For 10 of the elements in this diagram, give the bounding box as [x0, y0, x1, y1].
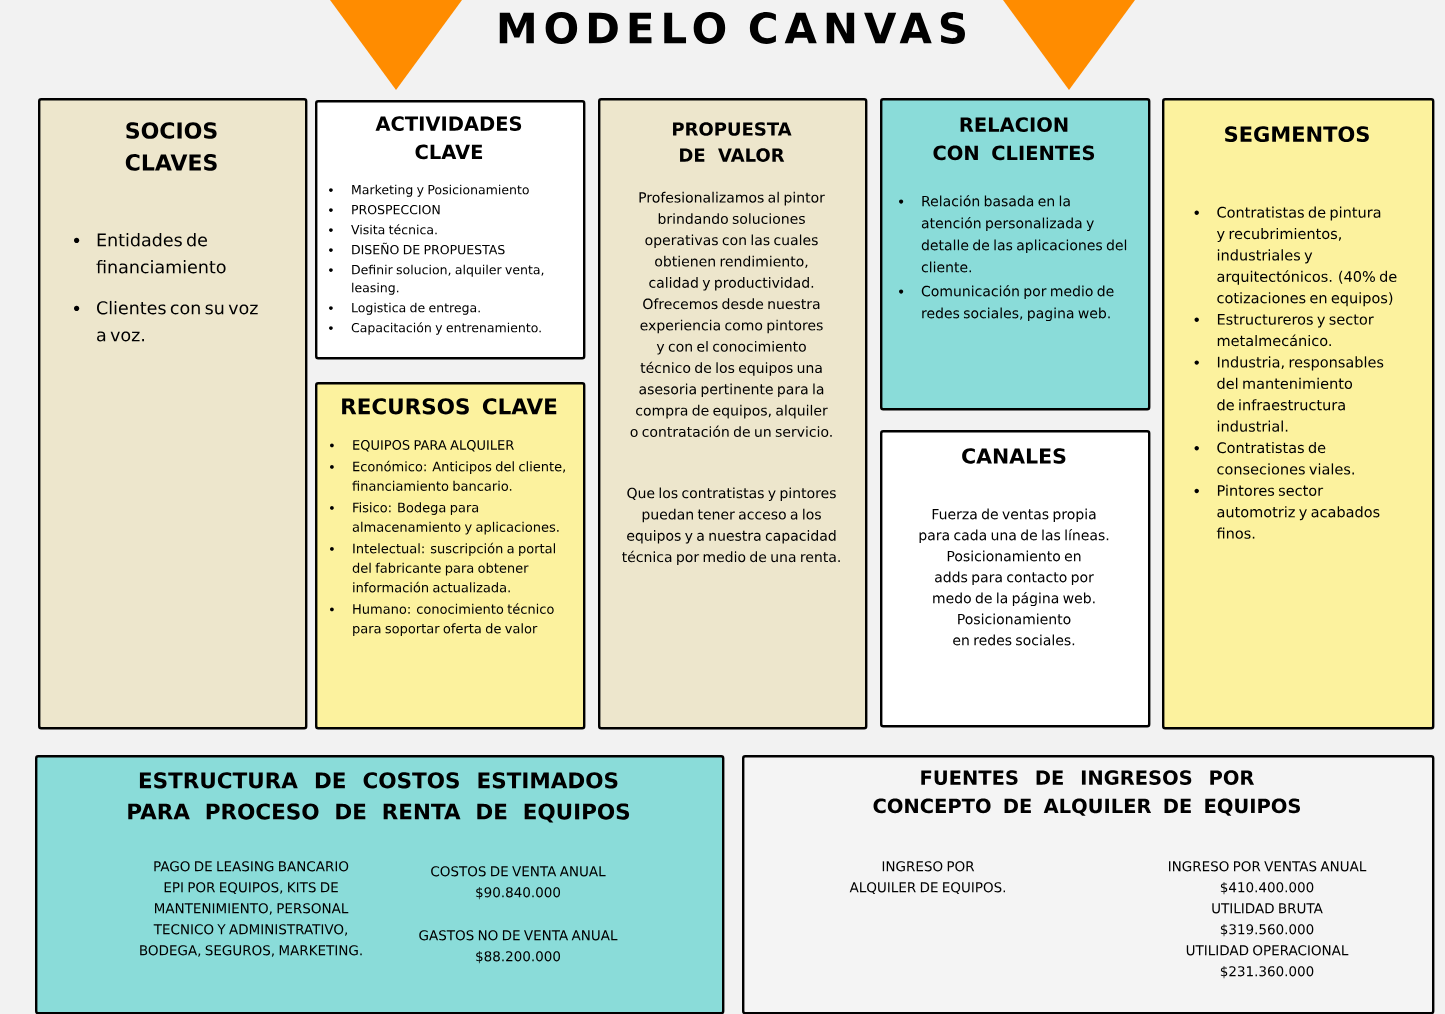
canvas-block: SEGMENTOS Contratistas de pintura y recubrimientos, industriales y arquitectónicos. (40% de cotizaciones en equipos) Estructureros y sector metalmecánico. Industria, responsables del mantenimiento de infraestructura industrial. Contratistas de conseciones viales. Pintores sector automotriz y acabados finos. [1162, 98, 1435, 730]
canvas-block: FUENTES DE INGRESOS POR CONCEPTO DE ALQUILER DE EQUIPOS INGRESO POR ALQUILER DE EQUIPOS. INGRESO POR VENTAS ANUAL $410.400.000 UTILIDAD BRUTA $319.560.000 UTILIDAD OPERACIONAL $231.360.000 [742, 755, 1435, 1014]
canvas-block: RECURSOS CLAVE EQUIPOS PARA ALQUILER Económico: Anticipos del cliente, financiamiento bancario. Fisico: Bodega para almacenamiento y aplicaciones. Intelectual: suscripción a portal del fabricante para obtener información actualizada. Humano: conocimiento técnico para soportar oferta de valor [315, 382, 586, 730]
canvas-block: RELACION CON CLIENTES Relación basada en la atención personalizada y detalle de las aplicaciones del cliente. Comunicación por medio de redes sociales, pagina web. [880, 98, 1151, 411]
canvas-block: ACTIVIDADES CLAVE Marketing y Posicionamiento PROSPECCION Visita técnica. DISEÑO DE PROPUESTAS Definir solucion, alquiler venta, leasing. Logistica de entrega. Capacitación y entrenamiento. [315, 100, 586, 360]
canvas-block: PROPUESTA DE VALOR Profesionalizamos al pintor brindando soluciones operativas con las cuales obtienen rendimiento, calidad y productividad. Ofrecemos desde nuestra experiencia como pintores y con el conocimiento técnico de los equipos una asesoria pertinente para la compra de equipos, alquiler o contratación de un servicio. Que los contratistas y pintores puedan tener acceso a los equipos y a nuestra capacidad técnica por medio de una renta. [598, 98, 868, 730]
title: MODELO CANVAS [499, 12, 965, 44]
canvas-block: ESTRUCTURA DE COSTOS ESTIMADOS PARA PROCESO DE RENTA DE EQUIPOS PAGO DE LEASING BANCARIO EPI POR EQUIPOS, KITS DE MANTENIMIENTO, PERSONAL TECNICO Y ADMINISTRATIVO, BODEGA, SEGUROS, MARKETING. COSTOS DE VENTA ANUAL $90.840.000 GASTOS NO DE VENTA ANUAL $88.200.000 [35, 755, 725, 1014]
canvas-block: SOCIOS CLAVES Entidades de financiamiento Clientes con su voz a voz. [38, 98, 308, 730]
canvas-block: CANALES Fuerza de ventas propia para cada una de las líneas. Posicionamiento en adds para contacto por medo de la página web. Posicionamiento en redes sociales. [880, 430, 1151, 728]
